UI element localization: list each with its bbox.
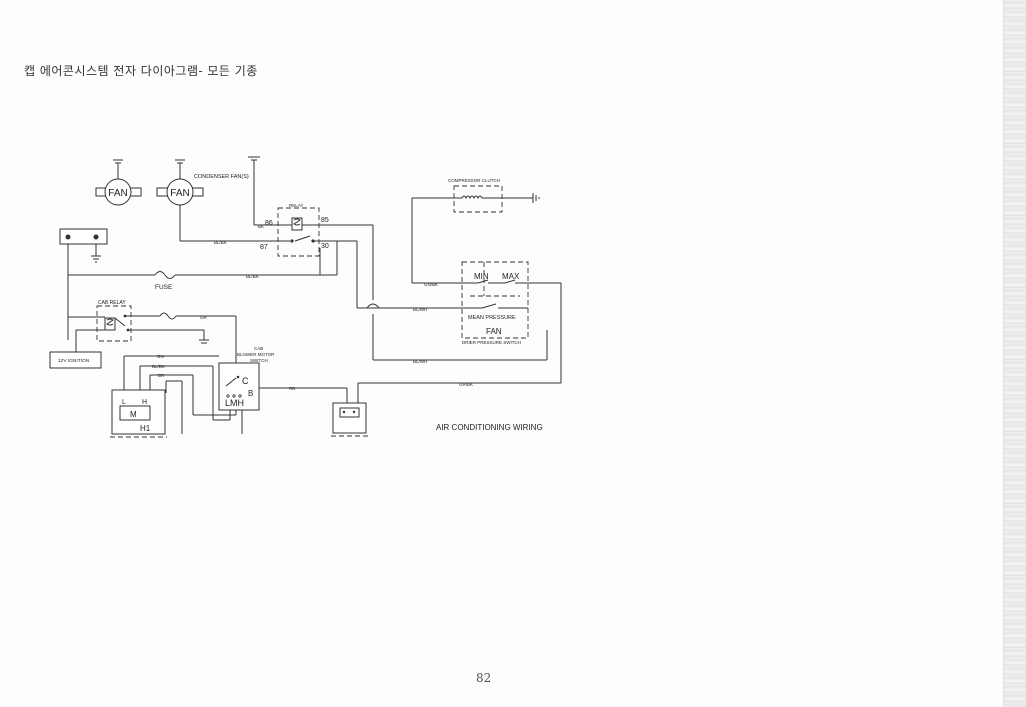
wire-label-bk-relay: BK xyxy=(258,224,264,229)
drier-pressure-switch: MIN MAX MEAN PRESSURE FAN xyxy=(458,261,529,339)
wire-label-gn-bk: GN/BK xyxy=(424,282,438,287)
blower-switch-label-1: CAB xyxy=(254,346,263,351)
condenser-fans-label: CONDENSER FAN(S) xyxy=(194,174,249,180)
ground-symbol-relay xyxy=(248,156,281,226)
blower-switch-label-2: BLOWER MOTOR xyxy=(237,352,275,357)
relay-terminal-85: 85 xyxy=(321,217,329,224)
wire-label-bl-bk-fuse: BL/BK xyxy=(246,274,259,279)
relay-terminal-87: 87 xyxy=(260,244,268,251)
blower-motor: L H M H1 xyxy=(110,389,167,438)
wire-label-bl-wh-upper: BL/WH xyxy=(413,307,427,312)
condenser-fan-left: FAN xyxy=(95,178,142,206)
connector-box xyxy=(331,402,368,437)
motor-h1-label: H1 xyxy=(140,424,151,433)
switch-terminals-lmh: LMH xyxy=(225,398,244,408)
compressor-clutch-label: COMPRESSOR CLUTCH xyxy=(448,178,500,183)
motor-terminal-l: L xyxy=(122,399,126,406)
wire-label-br: BR xyxy=(158,373,165,378)
diagram-caption: AIR CONDITIONING WIRING xyxy=(436,423,543,432)
min-label: MIN xyxy=(474,272,489,281)
blower-switch-label-3: SWITCH xyxy=(250,358,268,363)
wire-label-gn: GN xyxy=(157,354,164,359)
relay-terminal-30: 30 xyxy=(321,243,329,250)
wire-label-or: OR xyxy=(200,315,208,320)
condenser-fan-right: FAN xyxy=(156,178,204,206)
compressor-clutch: COMPRESSOR CLUTCH xyxy=(412,178,540,213)
relay-label: RELAY xyxy=(289,203,303,208)
cab-relay: CAB RELAY xyxy=(96,300,132,342)
mean-pressure-label: MEAN PRESSURE xyxy=(468,315,516,321)
fan-right-label: FAN xyxy=(170,188,189,199)
relay: RELAY 86 85 87 30 xyxy=(260,203,337,257)
wire-label-bl-bk-motor: BL/BK xyxy=(152,364,165,369)
battery-terminal-block xyxy=(59,228,108,340)
wire-label-bl-wh-lower: BL/WH xyxy=(413,359,427,364)
page-number: 82 xyxy=(476,671,492,685)
cab-relay-label: CAB RELAY xyxy=(98,300,126,306)
scan-edge xyxy=(1003,0,1026,707)
ignition-box: 12V IGNITION xyxy=(49,351,102,369)
page-title: 캡 에어콘시스템 전자 다이아그램- 모든 기종 xyxy=(24,64,258,78)
relay-terminal-86: 86 xyxy=(265,220,273,227)
max-label: MAX xyxy=(502,272,520,281)
blower-motor-switch: C B LMH xyxy=(218,362,260,411)
fan-switch-label: FAN xyxy=(486,327,502,336)
switch-terminal-b: B xyxy=(248,389,253,398)
wire-label-rd: RD xyxy=(289,386,296,391)
motor-terminal-h: H xyxy=(142,399,147,406)
switch-terminal-c: C xyxy=(242,376,249,386)
wire-label-bl-bk-fan: BL/BK xyxy=(214,240,227,245)
drier-switch-label: DRIER PRESSURE SWITCH xyxy=(462,340,521,345)
fan-left-label: FAN xyxy=(108,188,127,199)
fuse-label: FUSE xyxy=(155,284,173,291)
ignition-label: 12V IGNITION xyxy=(58,358,90,364)
wire-label-gr-bk: GR/BK xyxy=(459,382,473,387)
motor-terminal-m: M xyxy=(130,410,137,419)
